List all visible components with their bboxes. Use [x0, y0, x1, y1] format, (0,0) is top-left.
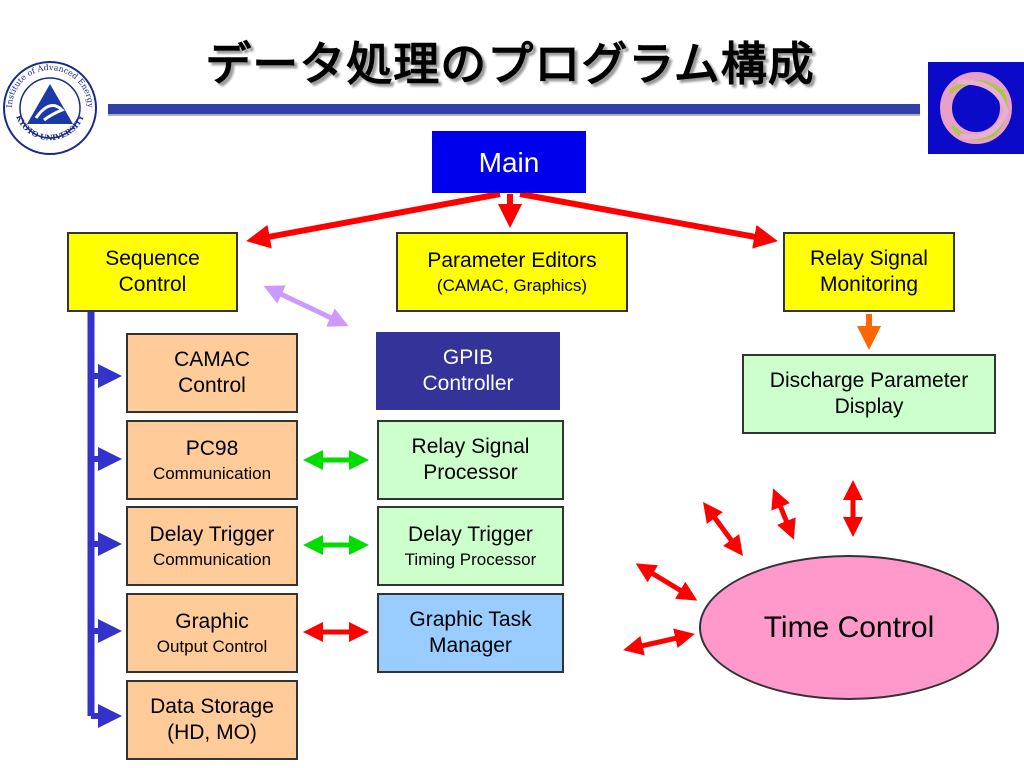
- graphic-output-node: Graphic Output Control: [126, 593, 298, 673]
- graphic-output-line1: Graphic: [175, 610, 249, 634]
- gpib-line2: Controller: [422, 372, 514, 395]
- delay-timing-line1: Delay Trigger: [408, 523, 533, 547]
- pc98-line1: PC98: [185, 437, 239, 461]
- title-rule: [108, 104, 920, 116]
- delay-comm-line2: Communication: [152, 549, 272, 569]
- relay-signal-monitoring-node: Relay Signal Monitoring: [783, 232, 955, 312]
- pc98-line2: Communication: [152, 463, 272, 483]
- discharge-parameter-display-node: Discharge Parameter Display: [742, 354, 996, 434]
- gpib-line1: GPIB: [442, 345, 494, 369]
- relay-monitoring-line2: Monitoring: [819, 273, 919, 296]
- data-storage-line1: Data Storage: [150, 694, 274, 718]
- arrow-main-to-sequence: [246, 191, 501, 249]
- discharge-line2: Display: [834, 395, 904, 418]
- arrow-main-to-relay: [519, 191, 778, 249]
- relay-monitoring-line1: Relay Signal: [810, 246, 928, 270]
- sequence-bus: [87, 312, 122, 728]
- time-control-node: Time Control: [699, 555, 999, 700]
- arrow-sequence-gpib: [263, 285, 349, 327]
- graphic-task-line1: Graphic Task: [409, 607, 532, 631]
- delay-trigger-timing-node: Delay Trigger Timing Processor: [377, 506, 564, 586]
- graphic-task-manager-node: Graphic Task Manager: [377, 593, 564, 673]
- delay-comm-line1: Delay Trigger: [149, 523, 275, 547]
- camac-line1: CAMAC: [174, 347, 250, 371]
- delay-timing-line2: Timing Processor: [404, 549, 537, 569]
- graphic-output-line2: Output Control: [156, 636, 268, 656]
- ray-1: [703, 501, 743, 557]
- gpib-controller-node: GPIB Controller: [376, 332, 560, 410]
- discharge-line1: Discharge Parameter: [769, 368, 969, 392]
- camac-control-node: CAMAC Control: [126, 333, 298, 413]
- ray-4: [635, 563, 698, 601]
- camac-line2: Control: [178, 374, 246, 397]
- parameter-editors-node: Parameter Editors (CAMAC, Graphics): [396, 232, 628, 312]
- data-storage-node: Data Storage (HD, MO): [126, 680, 298, 760]
- sequence-control-line2: Control: [118, 273, 187, 296]
- time-control-label: Time Control: [763, 610, 935, 644]
- relay-signal-processor-node: Relay Signal Processor: [377, 420, 564, 500]
- ray-5: [623, 628, 695, 656]
- sequence-control-line1: Sequence: [105, 246, 200, 270]
- relay-processor-line2: Processor: [423, 461, 518, 484]
- ray-2: [771, 488, 796, 540]
- main-fanout-arrows: [246, 191, 778, 249]
- pc98-node: PC98 Communication: [126, 420, 298, 500]
- parameter-editors-line1: Parameter Editors: [427, 249, 597, 273]
- graphic-task-line2: Manager: [429, 634, 512, 657]
- institute-logo: Institute of Advanced Energy KYOTO UNIVE…: [3, 61, 97, 155]
- relay-processor-line1: Relay Signal: [411, 434, 530, 458]
- parameter-editors-line2: (CAMAC, Graphics): [436, 275, 588, 295]
- page-title: データ処理のプログラム構成: [205, 37, 815, 91]
- time-control-rays: [623, 480, 863, 656]
- sequence-control-node: Sequence Control: [67, 232, 238, 312]
- main-node: Main: [434, 133, 584, 191]
- delay-trigger-comm-node: Delay Trigger Communication: [126, 506, 298, 586]
- main-label: Main: [478, 146, 540, 178]
- data-storage-line2: (HD, MO): [167, 721, 257, 744]
- torus-image: [928, 62, 1024, 154]
